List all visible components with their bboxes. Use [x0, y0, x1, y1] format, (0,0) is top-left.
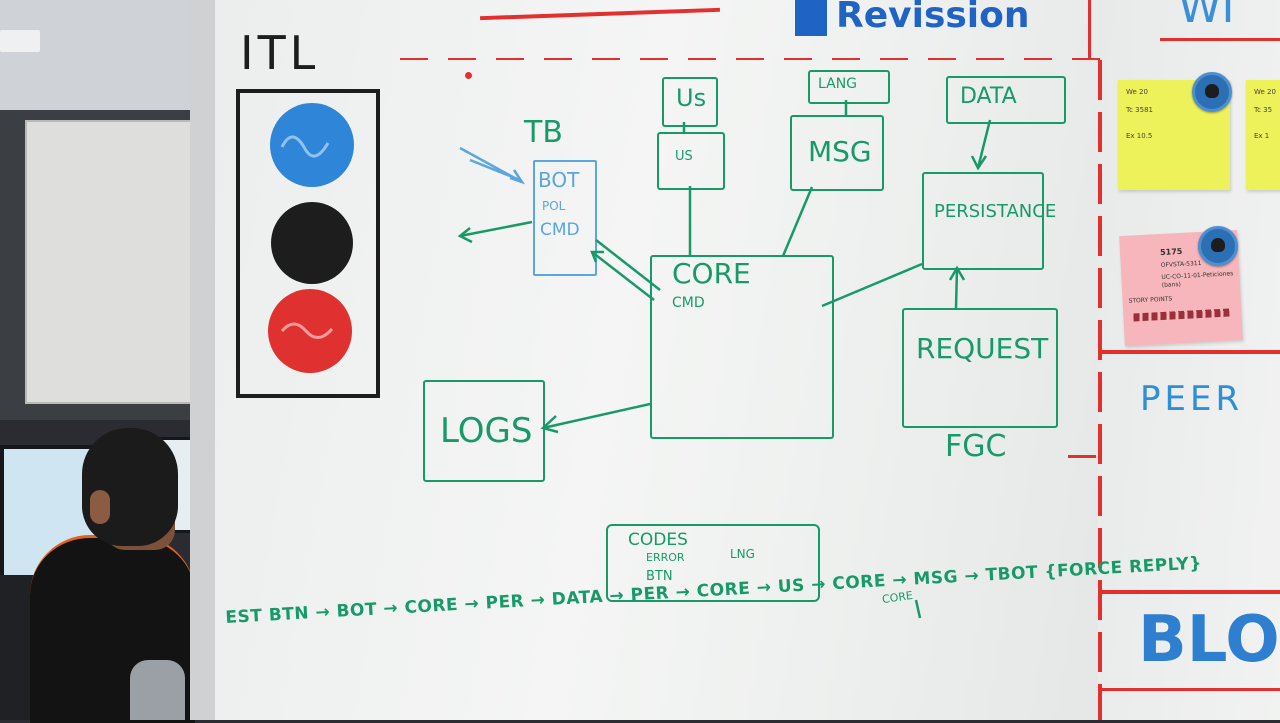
chair-armrest — [130, 660, 185, 720]
bot-in-arrowhead — [509, 169, 526, 185]
core-label: CORE — [672, 257, 751, 290]
traffic-light-scribble-2 — [280, 322, 334, 339]
logs-box — [423, 380, 545, 482]
traffic-light-middle — [271, 202, 353, 284]
logs-label: LOGS — [440, 411, 533, 451]
red-line-dashed — [400, 58, 1100, 60]
bot-out-arrow — [459, 220, 533, 238]
sticky-2-line-2: Tc 35 — [1254, 106, 1273, 114]
red-line-right-3 — [1102, 688, 1280, 691]
codes-line-3: BTN — [646, 569, 673, 584]
sticky-1-line-1: We 20 — [1126, 88, 1148, 96]
core-sub-label: CMD — [672, 295, 705, 311]
magnet-icon-1 — [1192, 72, 1232, 112]
data-box — [946, 76, 1066, 124]
fgc-label: FGC — [945, 429, 1007, 464]
msg-box — [790, 115, 884, 191]
bot-core-line-1 — [595, 239, 661, 291]
board-header: Revission — [836, 0, 1030, 36]
persistance-label: PERSISTANCE — [934, 201, 1057, 222]
msg-to-core-line — [781, 186, 814, 257]
red-line-right-top — [1160, 38, 1280, 41]
red-line-vertical — [1098, 60, 1102, 720]
sticky-note-yellow-2: We 20 Tc 35 Ex 1 — [1246, 80, 1280, 190]
red-line-right-vert-top — [1088, 0, 1091, 60]
lang-box — [808, 70, 890, 104]
codes-lng: LNG — [730, 547, 755, 561]
request-label: REQUEST — [916, 332, 1049, 365]
tb-label: TB — [524, 115, 563, 150]
request-to-persistance-arrow — [954, 267, 959, 309]
request-arrowhead — [948, 265, 966, 281]
bot-core-arrowhead — [590, 250, 604, 263]
traffic-light-frame — [236, 89, 380, 398]
us-label: Us — [676, 84, 707, 112]
peer-label: PEER — [1140, 379, 1244, 419]
person-ear — [90, 490, 110, 524]
magnet-icon-2 — [1198, 226, 1238, 266]
traffic-light-scribble — [280, 135, 330, 158]
sticky-2-line-3: Ex 1 — [1254, 132, 1270, 140]
bot-line-1: BOT — [538, 168, 580, 192]
pink-field-2: UC-CO-11-01-Peticiones — [1161, 270, 1234, 282]
core-box — [650, 255, 834, 439]
core-to-logs-arrow — [542, 402, 651, 430]
request-box — [902, 308, 1058, 428]
data-to-persistance-arrow — [976, 119, 992, 169]
revission-logo-icon — [795, 0, 827, 36]
red-line-right-2 — [1102, 590, 1280, 594]
lang-label: LANG — [818, 76, 858, 92]
pink-field-1: OFVSTA-5311 — [1160, 259, 1202, 270]
us-box — [662, 77, 718, 127]
bot-line-2: POL — [542, 199, 566, 213]
flow-brace-arrow — [914, 599, 922, 619]
ceiling-light — [0, 30, 40, 52]
bot-out-arrowhead — [457, 227, 473, 244]
us-inner-label: US — [675, 149, 693, 164]
traffic-light-title: ITL — [240, 26, 320, 80]
ceiling — [0, 0, 190, 110]
sticky-1-line-3: Ex 10.5 — [1126, 132, 1153, 140]
data-arrowhead — [970, 155, 988, 171]
traffic-light-bottom — [268, 289, 352, 373]
pink-id: 5175 — [1159, 246, 1183, 258]
traffic-light-top — [270, 103, 354, 187]
persistance-box — [922, 172, 1044, 270]
bot-in-arrow-2 — [469, 158, 521, 182]
bot-core-line-2 — [591, 251, 655, 301]
msg-label: MSG — [808, 135, 872, 168]
bot-box — [533, 160, 597, 276]
codes-line-1: CODES — [628, 530, 688, 550]
data-label: DATA — [960, 84, 1017, 109]
red-line-right-1 — [1102, 350, 1280, 354]
sticky-2-line-1: We 20 — [1254, 88, 1276, 96]
bloc-label: BLOC — [1138, 603, 1280, 677]
board-header-partial-right: WI — [1178, 0, 1235, 33]
logs-arrowhead — [540, 415, 559, 434]
core-to-persistance-line — [821, 262, 923, 308]
pink-story-points: STORY POINTS — [1128, 295, 1173, 305]
person-head — [82, 428, 178, 546]
traffic-light-drawing — [236, 89, 380, 398]
bot-line-3: CMD — [540, 220, 580, 240]
red-dot — [465, 72, 472, 79]
pink-field-3: (bans) — [1161, 281, 1182, 289]
codes-line-2: ERROR — [646, 551, 685, 564]
sticky-1-line-2: Tc 3581 — [1126, 106, 1153, 114]
pink-checkbox-row — [1133, 308, 1230, 322]
red-dash-mid — [1068, 455, 1096, 458]
codes-box — [606, 524, 820, 602]
